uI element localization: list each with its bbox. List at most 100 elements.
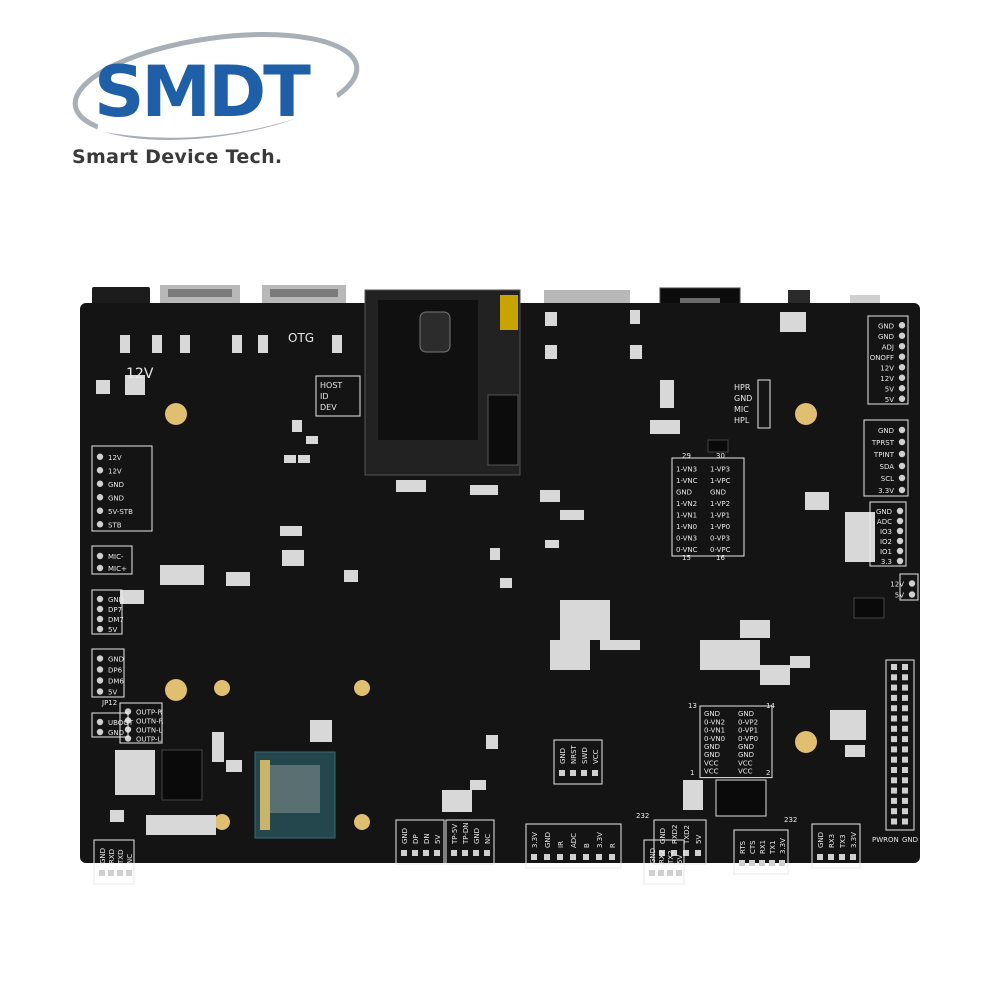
- header-pin-label: DN: [423, 833, 431, 844]
- ic-chips: [161, 439, 885, 817]
- label-13: 13: [688, 702, 697, 710]
- header-pin-label: ADC: [877, 518, 892, 526]
- header-pin-label: DM7: [108, 616, 124, 624]
- header-pin: [898, 374, 906, 381]
- lvds-pin-label: VCC: [704, 768, 719, 776]
- header-pin: [96, 467, 104, 474]
- label-hpl: HPL: [734, 416, 750, 425]
- header-pin-label: TX1: [769, 840, 777, 855]
- header-pin: [649, 870, 655, 876]
- header-pin: [839, 854, 845, 860]
- header-pin: [473, 850, 479, 856]
- silkscreen-labels: OTG 12V HOST ID DEV HPR GND MIC HPL 29 3…: [101, 331, 918, 844]
- header-pin: [896, 557, 904, 565]
- header-pin: [902, 787, 908, 794]
- lvds-pin-label: GND: [738, 751, 754, 759]
- lvds-pin-label: VCC: [704, 759, 719, 767]
- header-pin: [898, 395, 906, 402]
- header-pin: [891, 736, 897, 743]
- header-pin: [779, 860, 785, 866]
- label-16: 16: [716, 554, 725, 562]
- header-pin: [96, 655, 104, 662]
- header-pin: [544, 854, 550, 860]
- header-pin: [126, 870, 132, 876]
- header-pin: [749, 860, 755, 866]
- header-pin: [96, 552, 104, 560]
- label-15: 15: [682, 554, 691, 562]
- header-pin-label: TPRST: [871, 439, 895, 447]
- lvds-pin-label: 0-VN0: [704, 735, 725, 743]
- header-pin: [902, 694, 908, 701]
- header-pin: [908, 580, 916, 587]
- header-uboot: UBOOT GND: [91, 712, 134, 738]
- header-pin: [891, 746, 897, 753]
- header-pin-label: 12V: [108, 467, 122, 475]
- lvds-pin-label: 1-VP3: [710, 466, 730, 474]
- header-pin-label: GND: [473, 828, 481, 844]
- header-pin: [898, 343, 906, 350]
- header-pin-label: GND: [108, 494, 124, 502]
- header-pin: [891, 797, 897, 804]
- header-pin-label: GND: [817, 832, 825, 848]
- header-pin: [891, 664, 897, 670]
- header-pin: [891, 694, 897, 701]
- header-pin-label: 3.3V: [596, 832, 604, 848]
- header-pin: [117, 870, 123, 876]
- lvds-pin-label: GND: [704, 743, 720, 751]
- lvds-pin-label: VCC: [738, 759, 753, 767]
- header-pin-label: 5V: [895, 592, 904, 600]
- label-30: 30: [716, 452, 725, 460]
- lvds-pin-label: GND: [738, 743, 754, 751]
- label-pwron-gnd: GND: [902, 836, 918, 844]
- header-pin: [96, 494, 104, 501]
- header-pin: [759, 860, 765, 866]
- card-slot: [364, 289, 521, 476]
- header-pin: [902, 705, 908, 712]
- lvds-pin-label: 1-VN3: [676, 466, 697, 474]
- mounting-holes: [165, 403, 817, 830]
- header-pin-label: VCC: [592, 749, 600, 764]
- lvds-pin-label: GND: [710, 489, 726, 497]
- header-pin: [658, 870, 664, 876]
- header-pin-label: GND: [878, 322, 894, 330]
- header-pin-label: RX1: [759, 840, 767, 854]
- header-pin: [902, 684, 908, 691]
- header-pin: [891, 715, 897, 722]
- header-pin: [898, 438, 906, 446]
- header-pin-label: SWD: [581, 747, 589, 764]
- header-pin-label: TPINT: [873, 451, 895, 459]
- header-pin-label: RX3: [828, 834, 836, 848]
- header-pin-label: UBOOT: [108, 719, 134, 727]
- lvds-pin-label: 0-VN3: [676, 535, 697, 543]
- header-pin: [908, 591, 916, 598]
- header-pin-label: RXD2: [671, 824, 679, 844]
- header-pin: [557, 854, 563, 860]
- header-pin: [898, 385, 906, 392]
- lvds-pin-label: 1-VP2: [710, 500, 730, 508]
- header-pin-label: ONOFF: [870, 354, 894, 362]
- header-pin-label: MIC-: [108, 553, 124, 561]
- header-pin: [902, 674, 908, 681]
- header-pin-label: GND: [108, 656, 124, 664]
- header-pin: [891, 767, 897, 773]
- label-232-b: 232: [784, 816, 797, 824]
- header-pin-label: GND: [401, 828, 409, 844]
- label-12v: 12V: [126, 366, 154, 382]
- label-1: 1: [690, 769, 694, 777]
- lvds-pin-label: 0-VN1: [704, 727, 725, 735]
- header-pin: [99, 870, 105, 876]
- header-pin: [462, 850, 468, 856]
- header-pin-label: RTS: [739, 840, 747, 854]
- header-pin: [739, 860, 745, 866]
- header-pin-label: 5V: [108, 626, 117, 634]
- header-pin-label: GND: [108, 729, 124, 737]
- header-pin-label: TP-5V: [451, 824, 459, 845]
- pin-headers: 12V12VGNDGND5V-STBSTBMIC-MIC+GNDDP7DM75V…: [91, 315, 919, 885]
- header-pin: [902, 818, 908, 825]
